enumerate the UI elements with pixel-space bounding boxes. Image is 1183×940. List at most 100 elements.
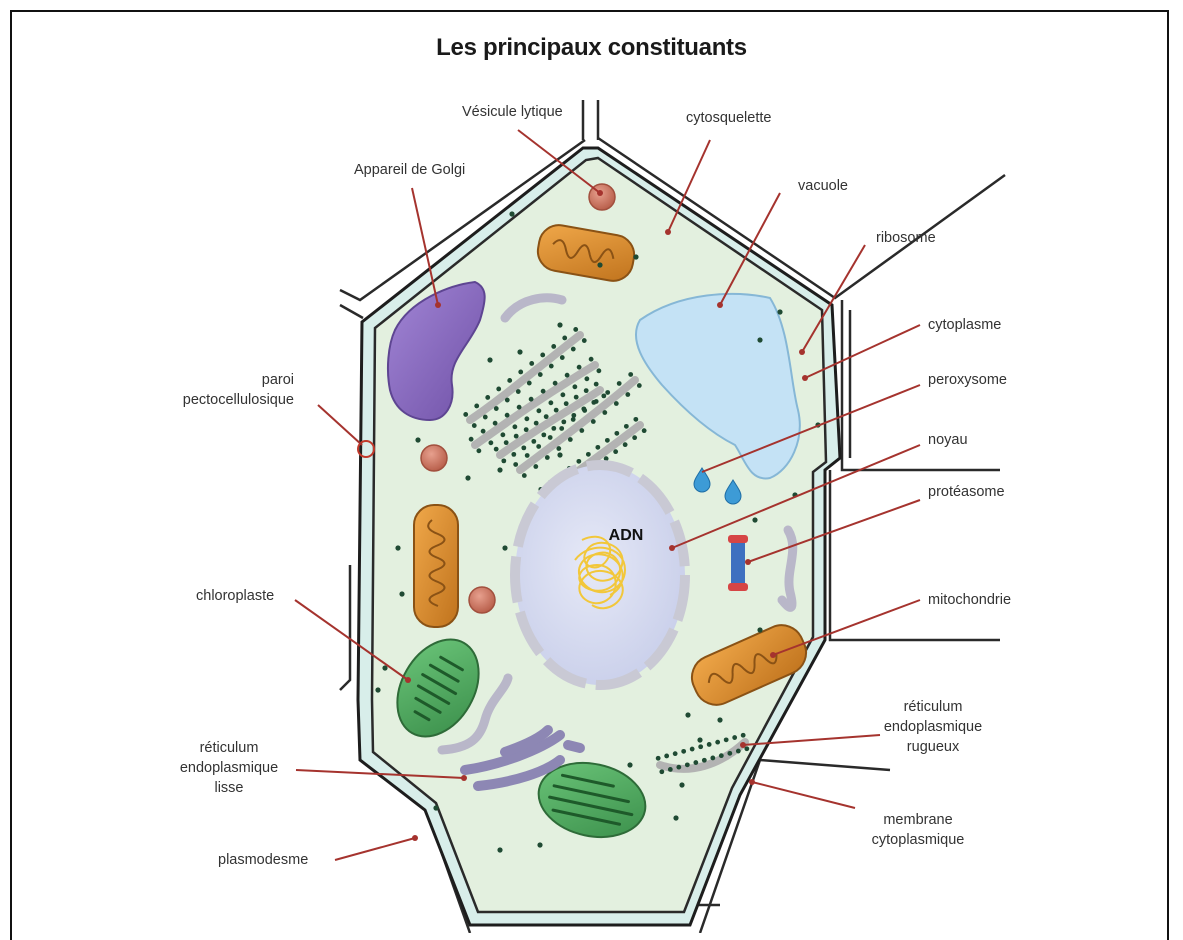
ribosome-dot [632,435,637,440]
ribosome-dot [554,408,559,413]
ribosome-dot [512,424,517,429]
ribosome-dot [513,462,518,467]
ribosome-dot [757,337,762,342]
label-reticulum-lisse-line3: lisse [174,778,284,798]
mitochondrion [414,505,458,627]
ribosome-dot [463,412,468,417]
label-reticulum-rugueux-line2: endoplasmique [880,717,986,737]
ribosome-dot [557,322,562,327]
ribosome-dot [752,517,757,522]
ribosome-dot [375,687,380,692]
ribosome-dot [536,444,541,449]
ribosome-dot [496,387,501,392]
ribosome-dot [560,355,565,360]
ribosome-dot [505,413,510,418]
ribosome-dot [582,408,587,413]
ribosome-dot [719,753,724,758]
label-chloroplaste: chloroplaste [196,586,274,606]
ribosome-dot [732,735,737,740]
ribosome-dot [614,431,619,436]
ribosome-dot [433,805,438,810]
ribosome-dot [582,338,587,343]
label-ribosome: ribosome [876,228,936,248]
ribosome-dot [494,406,499,411]
ribosome-dot [571,417,576,422]
ribosome-dot [560,392,565,397]
ribosome-dot [487,357,492,362]
ribosome-dot [597,262,602,267]
ribosome-dot [605,390,610,395]
ribosome-dot [541,432,546,437]
ribosome-dot [736,749,741,754]
vesicle [421,445,447,471]
ribosome-dot [623,442,628,447]
ribosome-dot [465,475,470,480]
ribosome-dot [679,782,684,787]
ribosome-dot [571,413,576,418]
label-peroxysome: peroxysome [928,370,1007,390]
ribosome-dot [573,327,578,332]
ribosome-dot [524,427,529,432]
ribosome-dot [544,414,549,419]
label-reticulum-rugueux-line3: rugueux [880,737,986,757]
ribosome-dot [509,211,514,216]
ribosome-dot [757,627,762,632]
ribosome-dot [545,455,550,460]
ribosome-dot [617,381,622,386]
ribosome-dot [531,439,536,444]
ribosome-dot [724,737,729,742]
label-mitochondrie: mitochondrie [928,590,1011,610]
ribosome-dot [577,365,582,370]
nucleus [515,465,685,685]
label-appareil-golgi: Appareil de Golgi [354,160,465,180]
ribosome-dot [614,401,619,406]
ribosome-dot [741,733,746,738]
ribosome-dot [537,842,542,847]
ribosome-dot [642,428,647,433]
ribosome-dot [673,751,678,756]
ribosome-dot [504,440,509,445]
ribosome-dot [533,464,538,469]
ribosome-dot [698,744,703,749]
ribosome-dot [685,762,690,767]
ribosome-dot [505,398,510,403]
ribosome-dot [511,452,516,457]
ribosome-dot [540,353,545,358]
ribosome-dot [529,397,534,402]
ribosome-dot [710,756,715,761]
ribosome-dot [685,712,690,717]
ribosome-dot [571,347,576,352]
ribosome-dot [659,769,664,774]
ribosome-dot [702,758,707,763]
dna-label: ADN [609,527,644,544]
ribosome-dot [481,429,486,434]
ribosome-dot [576,459,581,464]
label-reticulum-rugueux: réticulum endoplasmique rugueux [880,697,986,757]
ribosome-dot [715,740,720,745]
label-vesicule-lytique: Vésicule lytique [462,102,563,122]
ribosome-dot [399,591,404,596]
label-paroi: paroi pectocellulosique [180,370,294,410]
ribosome-dot [633,254,638,259]
ribosome-dot [472,423,477,428]
proteasome [728,535,748,591]
ribosome-dot [521,445,526,450]
ribosome-dot [574,395,579,400]
label-paroi-line1: paroi [180,370,294,390]
ribosome-dot [527,381,532,386]
ribosome-dot [613,449,618,454]
ribosome-dot [517,349,522,354]
ribosome-dot [602,410,607,415]
ribosome-dot [605,438,610,443]
ribosome-dot [541,389,546,394]
ribosome-dot [681,749,686,754]
ribosome-dot [497,467,502,472]
ribosome-dot [516,389,521,394]
ribosome-dot [493,421,498,426]
ribosome-dot [561,419,566,424]
ribosome-dot [517,405,522,410]
label-plasmodesme: plasmodesme [218,850,308,870]
ribosome-dot [485,395,490,400]
label-paroi-line2: pectocellulosique [180,390,294,410]
ribosome-dot [564,401,569,406]
